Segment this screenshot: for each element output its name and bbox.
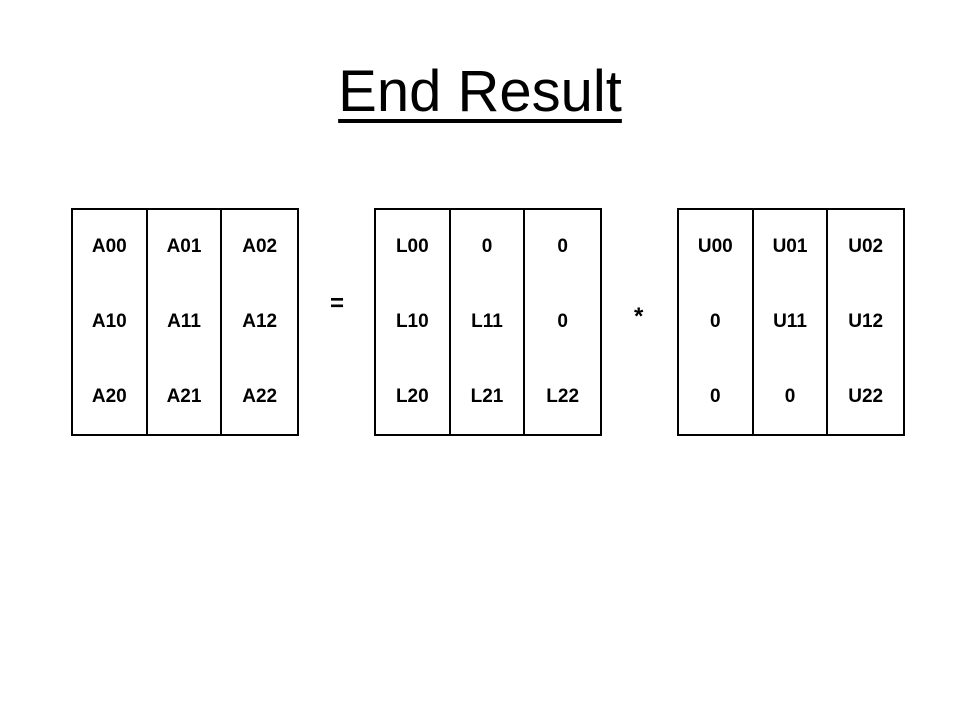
matrix-a-cell: A02: [242, 236, 278, 258]
matrix-u-cell: 0: [679, 359, 754, 434]
matrix-a-cell: A10: [73, 284, 148, 360]
matrix-l-cell: 0: [557, 236, 568, 258]
matrix-u-cell: U12: [848, 310, 884, 332]
matrix-l-cell: 0: [451, 210, 526, 285]
multiply-operator: *: [634, 303, 644, 330]
matrix-a-cell: A01: [148, 210, 223, 285]
matrix-l-cell: L22: [546, 385, 580, 407]
matrix-u-cell: U22: [848, 385, 884, 407]
matrix-u-cell: 0: [754, 359, 829, 434]
matrix-u-cell: 0: [679, 284, 754, 360]
matrix-a-cell: A00: [73, 210, 148, 285]
matrix-a-cell: A11: [148, 284, 223, 360]
equals-operator: =: [330, 290, 345, 317]
matrix-u-cell: U02: [848, 236, 884, 258]
matrix-u-cell: U00: [679, 210, 754, 285]
matrix-l-cell: 0: [557, 310, 568, 332]
matrix-l-cell: L10: [376, 284, 451, 360]
matrix-u-cell: U01: [754, 210, 829, 285]
matrix-a-cell: A22: [242, 385, 278, 407]
slide-title: End Result: [338, 59, 622, 124]
matrix-l-cell: L00: [376, 210, 451, 285]
matrix-a-cell: A21: [148, 359, 223, 434]
matrix-l-cell: L21: [451, 359, 526, 434]
matrix-a-cell: A20: [73, 359, 148, 434]
matrix-l-cell: L11: [451, 284, 526, 360]
matrix-u-cell: U11: [754, 284, 829, 360]
matrix-l-cell: L20: [376, 359, 451, 434]
matrix-a-cell: A12: [242, 310, 278, 332]
